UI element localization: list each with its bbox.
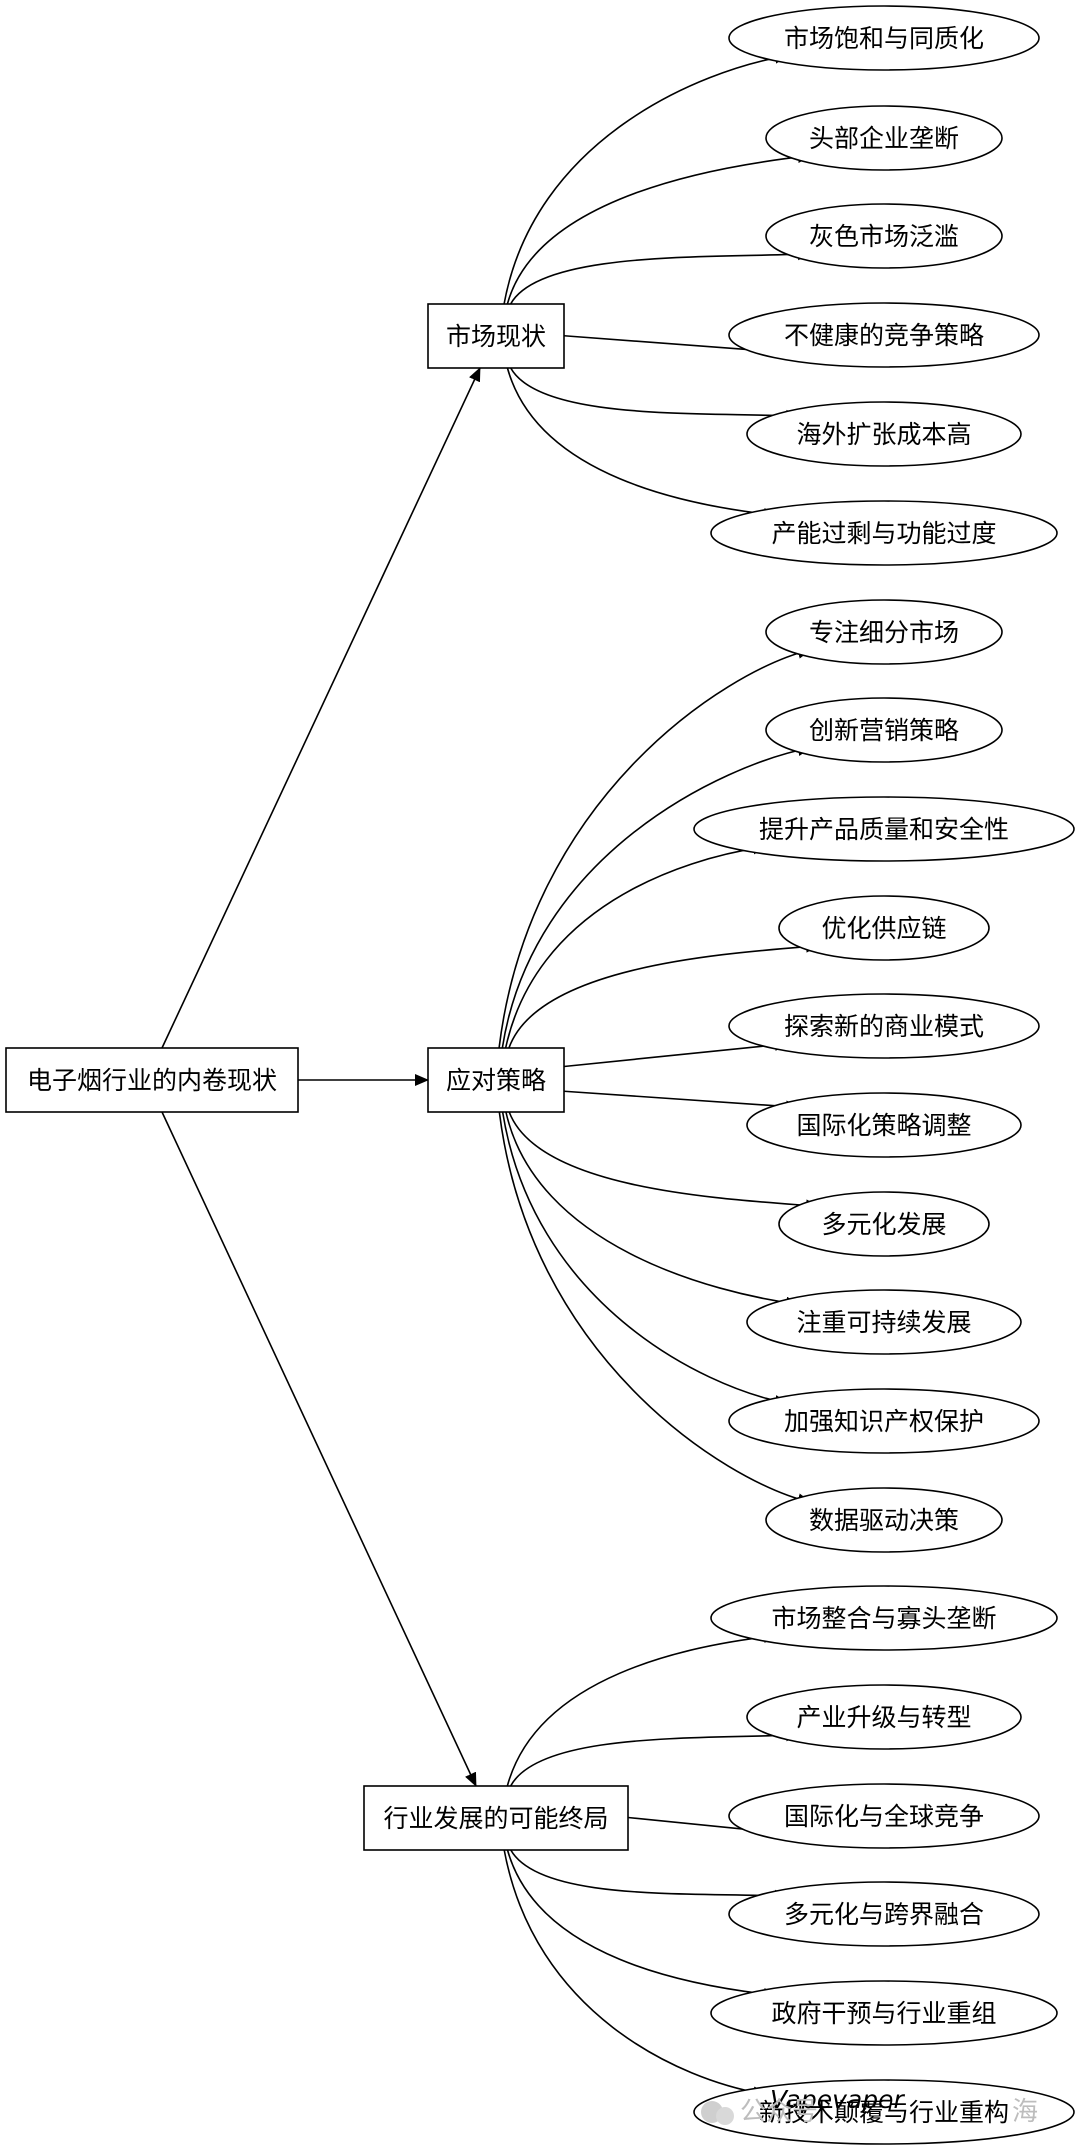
leaf-node-ellipse-2-1 xyxy=(765,599,1003,665)
leaf-node-label-2-3: 提升产品质量和安全性 xyxy=(759,815,1009,844)
watermark-account-prefix: 公众号 xyxy=(740,2097,818,2127)
leaf-node-ellipse-1-6 xyxy=(710,500,1058,566)
leaf-node-label-2-2: 创新营销策略 xyxy=(809,716,959,745)
leaf-node-ellipse-2-5 xyxy=(728,993,1040,1059)
leaf-node-ellipse-2-10 xyxy=(765,1487,1003,1553)
edge-branch-2-to-child-5 xyxy=(563,1038,789,1068)
leaf-node-ellipse-2-9 xyxy=(728,1388,1040,1454)
leaf-node-label-2-1: 专注细分市场 xyxy=(809,618,959,647)
leaf-node-ellipse-1-3 xyxy=(765,203,1003,269)
edge-branch-2-to-child-8 xyxy=(505,1111,801,1309)
leaf-node-ellipse-2-7 xyxy=(778,1191,990,1257)
edge-branch-3-to-child-6 xyxy=(503,1849,768,2099)
branch-node-label-2: 应对策略 xyxy=(446,1066,546,1095)
branch-node-box-1 xyxy=(427,303,565,369)
edge-branch-2-to-child-1 xyxy=(498,646,812,1049)
edge-branch-2-to-child-6 xyxy=(563,1090,801,1113)
leaf-node-label-3-3: 国际化与全球竞争 xyxy=(784,1802,984,1831)
leaf-node-ellipse-2-4 xyxy=(778,895,990,961)
edge-branch-1-to-child-3 xyxy=(509,248,812,305)
edge-branch-1-to-child-1 xyxy=(503,51,789,305)
edge-branch-1-to-child-2 xyxy=(506,151,812,305)
edge-branch-3-to-child-1 xyxy=(506,1631,778,1787)
leaf-node-label-2-8: 注重可持续发展 xyxy=(796,1308,971,1337)
edge-branch-2-to-child-10 xyxy=(498,1111,812,1506)
watermark: Vapevaper 公众号 海 xyxy=(701,2085,1038,2127)
leaf-node-label-3-6: 新技术颠覆与行业重构 xyxy=(759,2098,1009,2127)
leaf-node-ellipse-1-2 xyxy=(765,105,1003,171)
edge-branch-2-to-child-3 xyxy=(504,842,768,1049)
leaf-node-label-3-5: 政府干预与行业重组 xyxy=(771,1999,996,2028)
edge-root-to-branch-3 xyxy=(161,1111,477,1787)
root-node-label: 电子烟行业的内卷现状 xyxy=(27,1066,277,1095)
leaf-node-label-2-10: 数据驱动决策 xyxy=(809,1506,959,1535)
leaf-node-label-1-3: 灰色市场泛滥 xyxy=(809,222,959,251)
edge-root-to-branch-1 xyxy=(161,367,481,1049)
leaf-node-label-2-7: 多元化发展 xyxy=(821,1210,946,1239)
leaf-node-label-1-5: 海外扩张成本高 xyxy=(796,420,971,449)
edge-branch-2-to-child-9 xyxy=(501,1111,789,1407)
watermark-brand: Vapevaper xyxy=(770,2085,905,2114)
leaf-node-ellipse-2-6 xyxy=(746,1092,1022,1158)
leaf-node-label-1-4: 不健康的竞争策略 xyxy=(784,321,984,350)
leaf-node-ellipse-3-6 xyxy=(693,2079,1075,2145)
leaf-node-ellipse-3-2 xyxy=(746,1684,1022,1750)
edge-branch-3-to-child-4 xyxy=(510,1849,789,1902)
leaf-node-ellipse-3-5 xyxy=(710,1980,1058,2046)
leaf-node-ellipse-1-4 xyxy=(728,302,1040,368)
leaf-node-label-3-2: 产业升级与转型 xyxy=(796,1703,971,1732)
leaf-node-label-1-1: 市场饱和与同质化 xyxy=(784,24,984,53)
leaf-node-ellipse-1-1 xyxy=(728,5,1040,71)
leaf-node-ellipse-3-1 xyxy=(710,1585,1058,1651)
edge-branch-3-to-child-5 xyxy=(506,1849,778,2000)
watermark-account-suffix: 海 xyxy=(1012,2097,1038,2127)
leaf-node-ellipse-2-3 xyxy=(693,796,1075,862)
edge-branch-2-to-child-4 xyxy=(508,940,820,1049)
diagram-nodes: 电子烟行业的内卷现状 市场现状 市场饱和与同质化头部企业垄断灰色市场泛滥不健康的竞争… xyxy=(5,5,1075,2145)
edge-branch-2-to-child-7 xyxy=(508,1111,820,1212)
edge-branch-1-to-child-5 xyxy=(510,367,801,422)
edge-branch-1-to-child-6 xyxy=(506,367,778,520)
leaf-node-label-2-5: 探索新的商业模式 xyxy=(784,1012,984,1041)
branch-node-label-1: 市场现状 xyxy=(446,322,546,351)
leaf-node-ellipse-2-8 xyxy=(746,1289,1022,1355)
leaf-node-ellipse-2-2 xyxy=(765,697,1003,763)
leaf-node-label-2-4: 优化供应链 xyxy=(821,914,946,943)
leaf-node-label-2-9: 加强知识产权保护 xyxy=(784,1407,984,1436)
leaf-node-ellipse-3-3 xyxy=(728,1783,1040,1849)
leaf-node-label-3-1: 市场整合与寡头垄断 xyxy=(771,1604,996,1633)
branch-node-label-3: 行业发展的可能终局 xyxy=(383,1804,608,1833)
branch-node-box-2 xyxy=(427,1047,565,1113)
root-node-box xyxy=(5,1047,299,1113)
leaf-node-label-3-4: 多元化与跨界融合 xyxy=(784,1900,984,1929)
leaf-node-label-2-6: 国际化策略调整 xyxy=(796,1111,971,1140)
leaf-node-label-1-2: 头部企业垄断 xyxy=(809,124,959,153)
diagram-edges xyxy=(161,51,820,2099)
branch-node-box-3 xyxy=(363,1785,629,1851)
leaf-node-ellipse-1-5 xyxy=(746,401,1022,467)
leaf-node-ellipse-3-4 xyxy=(728,1881,1040,1947)
edge-branch-2-to-child-2 xyxy=(501,744,812,1049)
edge-branch-3-to-child-2 xyxy=(509,1729,801,1787)
wechat-icon-bubble xyxy=(716,2107,734,2125)
leaf-node-label-1-6: 产能过剩与功能过度 xyxy=(771,519,996,548)
